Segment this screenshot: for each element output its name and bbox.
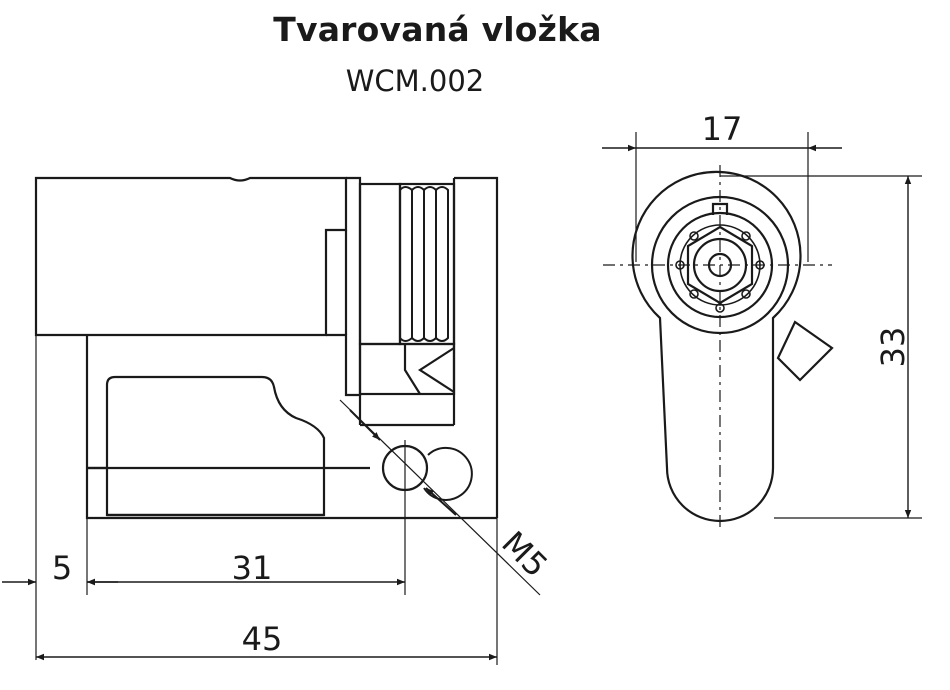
side-view [34,176,499,520]
cam-lever [776,320,834,382]
thread-coils [399,186,449,342]
cylinder-upper-body [34,176,348,337]
dim-height-label: 33 [874,327,912,368]
cylinder-lower-body [85,335,497,520]
hex-insert [686,225,754,305]
dim-width-label: 17 [702,110,743,148]
dim-thread-label: M5 [494,524,555,585]
v-notch [403,344,455,395]
drawing-title: Tvarovaná vložka [273,10,602,49]
front-view [631,170,834,523]
right-plate [454,176,499,518]
thread-housing [358,182,402,346]
product-code: WCM.002 [345,64,485,98]
dim-overall-length-label: 45 [242,620,283,658]
dim-offset-label: 5 [52,549,72,587]
cylinder-profile [631,170,802,523]
cam-pocket [105,375,326,517]
dim-hole-position-label: 31 [232,549,273,587]
